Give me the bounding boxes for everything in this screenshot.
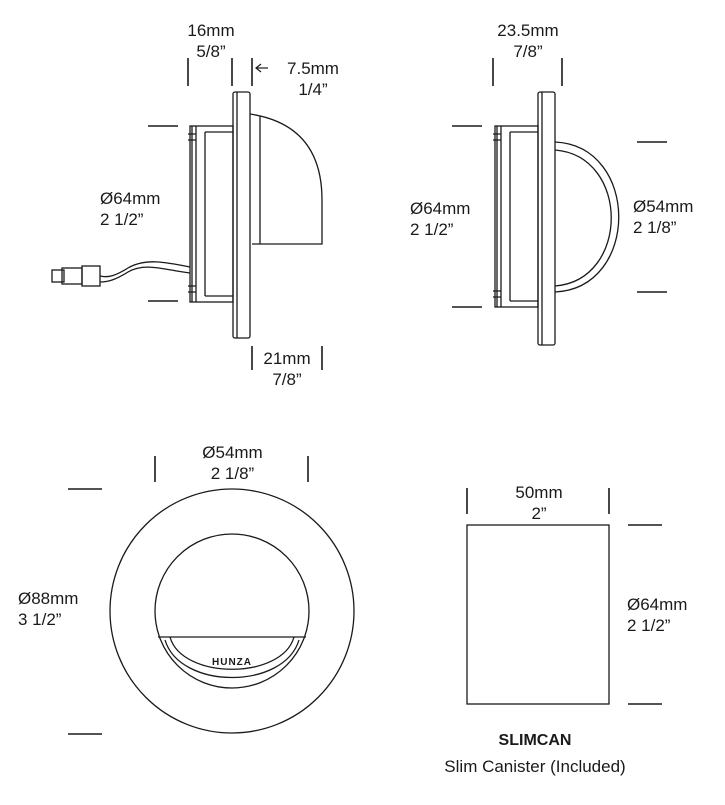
logo-text: HUNZA bbox=[212, 657, 252, 668]
inner-aperture bbox=[154, 533, 310, 689]
dim-mm: 50mm bbox=[515, 483, 563, 502]
dim-mm: Ø64mm bbox=[410, 199, 471, 218]
dim-mm: Ø64mm bbox=[627, 595, 688, 614]
body-diameter-label: Ø64mm 2 1/2” bbox=[100, 188, 190, 230]
front-view: HUNZA bbox=[68, 456, 355, 735]
dim-inch: 2 1/2” bbox=[100, 210, 144, 229]
dim-mm: 21mm bbox=[263, 349, 311, 368]
canister-subtitle: Slim Canister (Included) bbox=[444, 757, 626, 776]
body-diameter-label: Ø64mm 2 1/2” bbox=[410, 198, 500, 240]
canister-view bbox=[466, 488, 662, 705]
dim-mm: Ø88mm bbox=[18, 589, 79, 608]
dim-inch: 2” bbox=[531, 504, 547, 523]
dim-mm: 16mm bbox=[187, 21, 235, 40]
side-view-dome bbox=[452, 58, 667, 346]
canister-title: SLIMCAN bbox=[498, 732, 572, 749]
dim-inch: 2 1/8” bbox=[210, 464, 255, 483]
dim-inch: 1/4” bbox=[298, 80, 328, 99]
canister-width-label: 50mm 2” bbox=[500, 482, 578, 524]
light-window bbox=[169, 636, 295, 670]
dim-inch: 2 1/2” bbox=[410, 220, 454, 239]
dim-inch: 2 1/8” bbox=[633, 218, 677, 237]
flange-width-label: 16mm 5/8” bbox=[170, 20, 252, 62]
dim-mm: 7.5mm bbox=[287, 59, 339, 78]
dim-mm: 23.5mm bbox=[497, 21, 559, 40]
dim-mm: Ø64mm bbox=[100, 189, 161, 208]
hood bbox=[249, 113, 323, 245]
dim-inch: 3 1/2” bbox=[18, 610, 62, 629]
hood-depth-label: 21mm 7/8” bbox=[248, 348, 326, 390]
dim-mm: Ø54mm bbox=[202, 443, 263, 462]
canister-height-label: Ø64mm 2 1/2” bbox=[627, 594, 717, 636]
outer-bezel bbox=[109, 488, 355, 734]
dome-diameter-label: Ø54mm 2 1/8” bbox=[633, 196, 723, 238]
flange bbox=[537, 91, 556, 346]
threaded-body bbox=[188, 125, 234, 303]
lip-depth-label: 7.5mm 1/4” bbox=[272, 58, 354, 100]
dim-inch: 7/8” bbox=[272, 370, 302, 389]
cable bbox=[51, 261, 191, 287]
inner-diameter-label: Ø54mm 2 1/8” bbox=[185, 442, 280, 484]
dim-arrowhead bbox=[255, 63, 262, 73]
flange bbox=[232, 91, 251, 339]
overall-depth-label: 23.5mm 7/8” bbox=[478, 20, 578, 62]
dim-inch: 7/8” bbox=[513, 42, 543, 61]
dome bbox=[554, 141, 620, 293]
side-view-hooded bbox=[51, 58, 323, 370]
dim-inch: 2 1/2” bbox=[627, 616, 671, 635]
canister-body bbox=[466, 524, 610, 705]
outer-diameter-label: Ø88mm 3 1/2” bbox=[18, 588, 108, 630]
dim-mm: Ø54mm bbox=[633, 197, 694, 216]
dim-inch: 5/8” bbox=[196, 42, 226, 61]
